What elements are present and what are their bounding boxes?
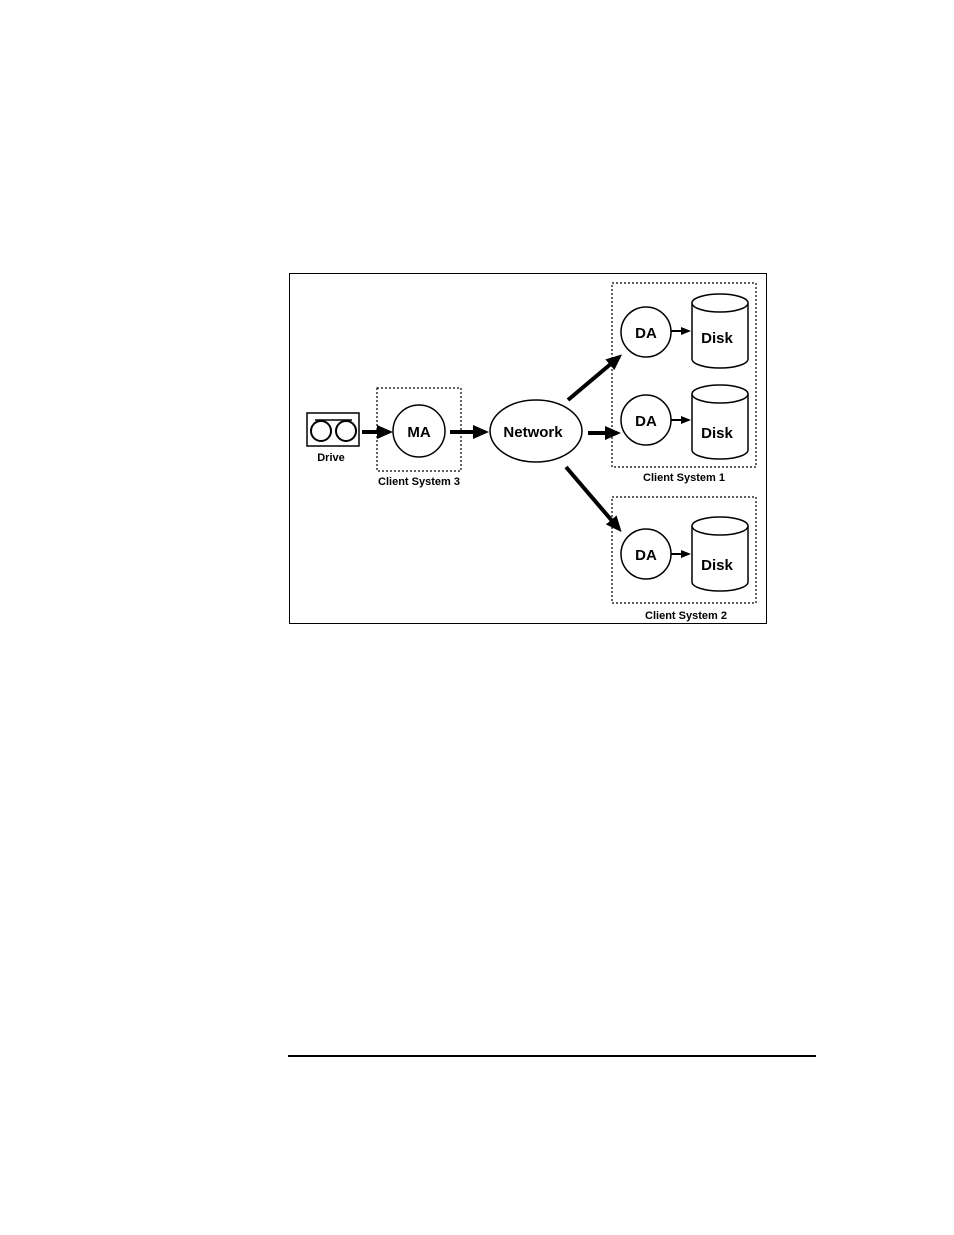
arrow-network-to-da-2 bbox=[566, 467, 619, 529]
arrow-network-to-da-1a bbox=[568, 357, 619, 400]
disk-label-2: Disk bbox=[701, 557, 733, 574]
group-label-client-system-1: Client System 1 bbox=[643, 472, 725, 484]
group-label-client-system-2: Client System 2 bbox=[645, 610, 727, 622]
da-label-2: DA bbox=[635, 547, 657, 564]
disk-icon-2 bbox=[692, 517, 748, 591]
network-label: Network bbox=[503, 424, 563, 441]
disk-label-1b: Disk bbox=[701, 425, 733, 442]
ma-label: MA bbox=[407, 424, 430, 441]
page-rule-divider bbox=[288, 1055, 816, 1057]
drive-label: Drive bbox=[317, 452, 345, 464]
disk-label-1a: Disk bbox=[701, 330, 733, 347]
disk-icon-1b bbox=[692, 385, 748, 459]
da-label-1a: DA bbox=[635, 325, 657, 342]
group-label-client-system-3: Client System 3 bbox=[378, 476, 460, 488]
da-label-1b: DA bbox=[635, 413, 657, 430]
drive-icon bbox=[307, 413, 359, 446]
